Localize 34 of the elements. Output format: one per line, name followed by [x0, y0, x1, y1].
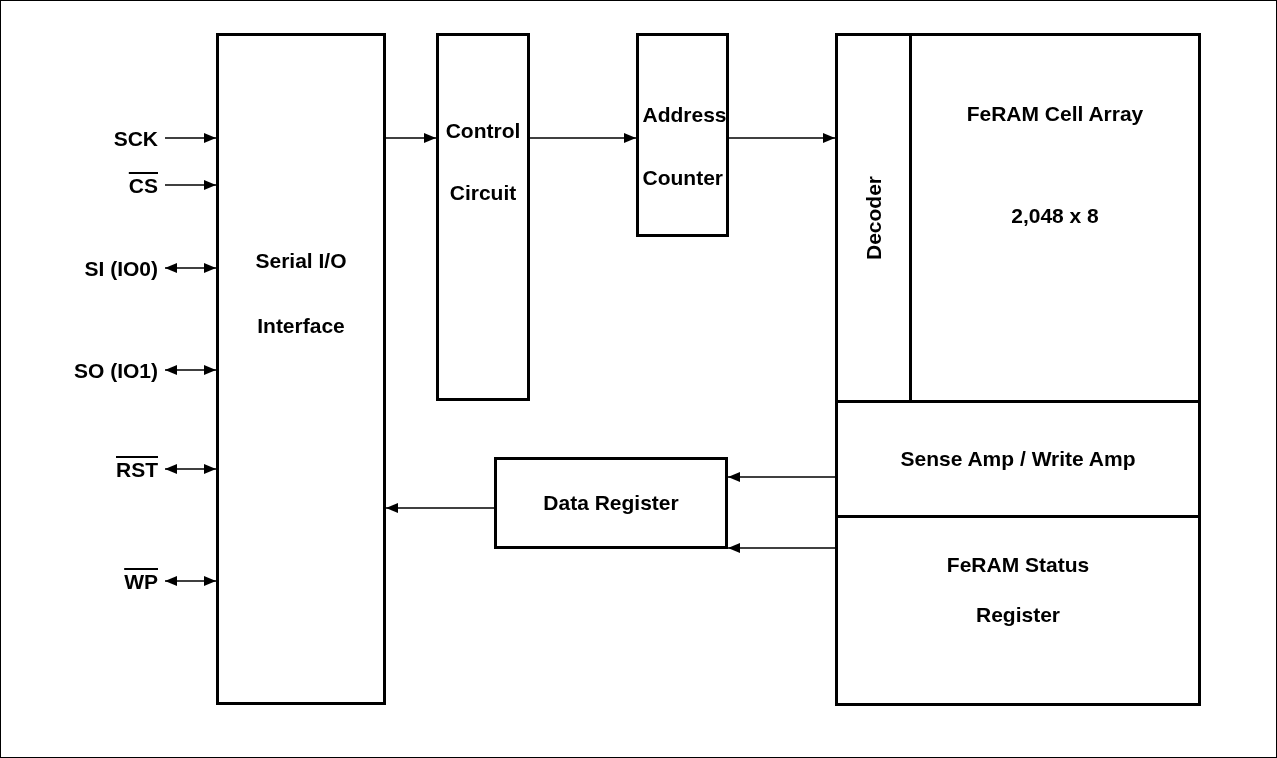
block-box: [835, 33, 912, 403]
block-box: [494, 457, 728, 549]
arrow: [727, 543, 836, 553]
arrow: [728, 133, 836, 143]
block-box: [909, 33, 1201, 403]
block-label: Control Circuit: [444, 118, 522, 206]
pin-label: SCK: [40, 125, 158, 153]
arrow: [385, 133, 437, 143]
block-box: [835, 400, 1201, 518]
pin-label: SI (IO0): [40, 255, 158, 283]
arrow: [164, 464, 217, 474]
arrow: [164, 180, 217, 190]
arrow: [385, 503, 495, 513]
arrow: [164, 263, 217, 273]
arrow: [727, 472, 836, 482]
block-box: [636, 33, 729, 237]
block-box: [216, 33, 386, 705]
arrow: [164, 133, 217, 143]
pin-label: SO (IO1): [40, 357, 158, 385]
arrow: [529, 133, 637, 143]
block-sublabel: 2,048 x 8: [1011, 203, 1099, 229]
block-label: Sense Amp / Write Amp: [900, 446, 1136, 472]
arrow: [164, 365, 217, 375]
block-label: Serial I/O Interface: [254, 248, 348, 339]
pin-label: WP: [40, 568, 158, 596]
block-box: [436, 33, 530, 401]
block-label: Decoder: [861, 176, 886, 260]
pin-label: CS: [40, 172, 158, 200]
block-label: FeRAM Status Register: [945, 552, 1091, 628]
block-label: FeRAM Cell Array: [966, 101, 1144, 127]
arrow: [164, 576, 217, 586]
block-box: [835, 515, 1201, 706]
pin-label: RST: [40, 456, 158, 484]
block-label: Data Register: [543, 490, 679, 516]
